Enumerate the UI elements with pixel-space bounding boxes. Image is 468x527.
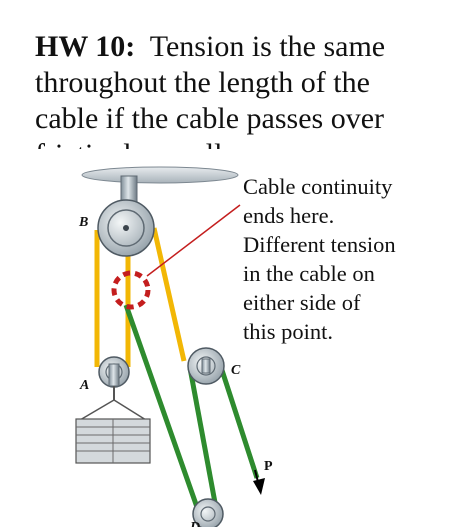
load-box <box>75 418 151 464</box>
pulley-d-inner-ring <box>200 506 216 522</box>
pulley-a-bracket <box>108 363 120 387</box>
pulley-b-inner-ring <box>107 209 145 247</box>
label-a: A <box>79 378 89 393</box>
annotation-line-4: in the cable on <box>243 261 375 286</box>
cable-b-to-c <box>151 227 187 362</box>
title-line-1: HW 10: Tension is the same <box>35 29 455 65</box>
label-d: D <box>189 520 200 527</box>
pulley-d <box>192 498 224 527</box>
cable-p <box>217 363 260 479</box>
homework-label: HW 10: <box>35 30 136 63</box>
title-line-2: throughout the length of the <box>35 66 370 99</box>
pulley-b-axle <box>123 225 129 231</box>
cable-c-to-d <box>187 367 219 509</box>
title-line-4: frictionless pulley <box>35 137 455 149</box>
annotation-line-6: this point. <box>243 319 334 344</box>
label-c: C <box>231 363 241 378</box>
pulley-c-bracket <box>201 358 211 374</box>
annotation-pointer <box>146 204 241 277</box>
continuity-marker <box>111 270 151 310</box>
annotation-line-3: Different tension <box>243 232 396 257</box>
annotation-line-1: Cable continuity <box>243 174 393 199</box>
title-line-3: cable if the cable passes over <box>35 102 384 135</box>
pulley-c-inner-ring <box>196 356 216 376</box>
chain-right <box>113 399 147 421</box>
ceiling-plate <box>81 166 239 184</box>
force-arrow-head <box>253 478 265 495</box>
title-text-1: Tension is the same <box>149 30 386 63</box>
label-b: B <box>78 215 88 230</box>
cable-green-long <box>123 304 201 511</box>
slide-title: HW 10: Tension is the same throughout th… <box>35 29 455 149</box>
annotation-line-5: either side of <box>243 290 361 315</box>
chain-left <box>79 399 115 421</box>
annotation-text: Cable continuity ends here. Different te… <box>243 172 463 346</box>
annotation-line-2: ends here. <box>243 203 335 228</box>
label-p: P <box>264 459 273 474</box>
